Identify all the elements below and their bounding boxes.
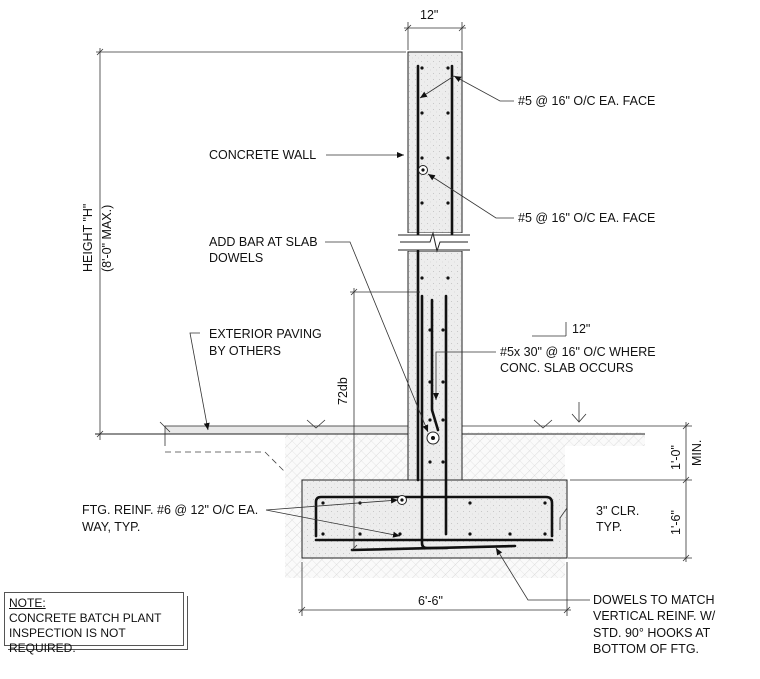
wall-break-line [398,231,470,253]
ftg-reinf-label-1: FTG. REINF. #6 @ 12" O/C EA. [82,503,258,517]
note-line-2: INSPECTION IS NOT REQUIRED. [9,626,126,655]
add-bar-circle [426,431,440,445]
footing-width-label: 6'-6" [418,594,443,608]
dowels-label-4: BOTTOM OF FTG. [593,642,699,656]
footing-rebar [314,495,554,552]
wall-horiz-bar-circle [418,165,428,175]
slab-dowel-label-1: #5x 30" @ 16" O/C WHERE [500,345,656,359]
general-note-box: NOTE: CONCRETE BATCH PLANT INSPECTION IS… [4,592,184,655]
footing-depth-label: 1'-6" [669,510,683,535]
clear-cover-label-1: 3" CLR. [596,504,639,518]
wall-thickness-label: 12" [420,8,438,22]
add-bar-label-2: DOWELS [209,251,263,265]
height-label-1: HEIGHT "H" [81,204,95,272]
note-line-1: CONCRETE BATCH PLANT [9,611,162,625]
grade-symbols [306,402,587,429]
cover-depth-label: 1'-0" [669,445,683,470]
concrete-footing [301,479,568,559]
clear-cover-label-2: TYP. [596,520,622,534]
ext-paving-label-1: EXTERIOR PAVING [209,327,322,341]
dowels-label-3: STD. 90° HOOKS AT [593,626,711,640]
note-title: NOTE: [9,596,46,610]
horiz-reinf-label: #5 @ 16" O/C EA. FACE [518,211,655,225]
hook-length-label: 12" [572,322,590,336]
add-bar-label-1: ADD BAR AT SLAB [209,235,318,249]
slab-dowel-bar [430,298,440,432]
ftg-reinf-label-2: WAY, TYP. [82,520,140,534]
dowels-label-2: VERTICAL REINF. W/ [593,609,716,623]
drawing-labels: 12" #5 @ 16" O/C EA. FACE CONCRETE WALL … [81,8,716,656]
dimension-lines [96,22,692,616]
embed-label: 72db [336,377,350,405]
dowels-label-1: DOWELS TO MATCH [593,593,715,607]
cover-min-label: MIN. [690,440,704,466]
slab-dowel-label-2: CONC. SLAB OCCURS [500,361,633,375]
ext-paving-label-2: BY OTHERS [209,344,281,358]
height-label-2: (8'-0" MAX.) [100,205,114,272]
vert-reinf-label: #5 @ 16" O/C EA. FACE [518,94,655,108]
concrete-wall-label: CONCRETE WALL [209,148,316,162]
leader-lines [189,75,590,601]
